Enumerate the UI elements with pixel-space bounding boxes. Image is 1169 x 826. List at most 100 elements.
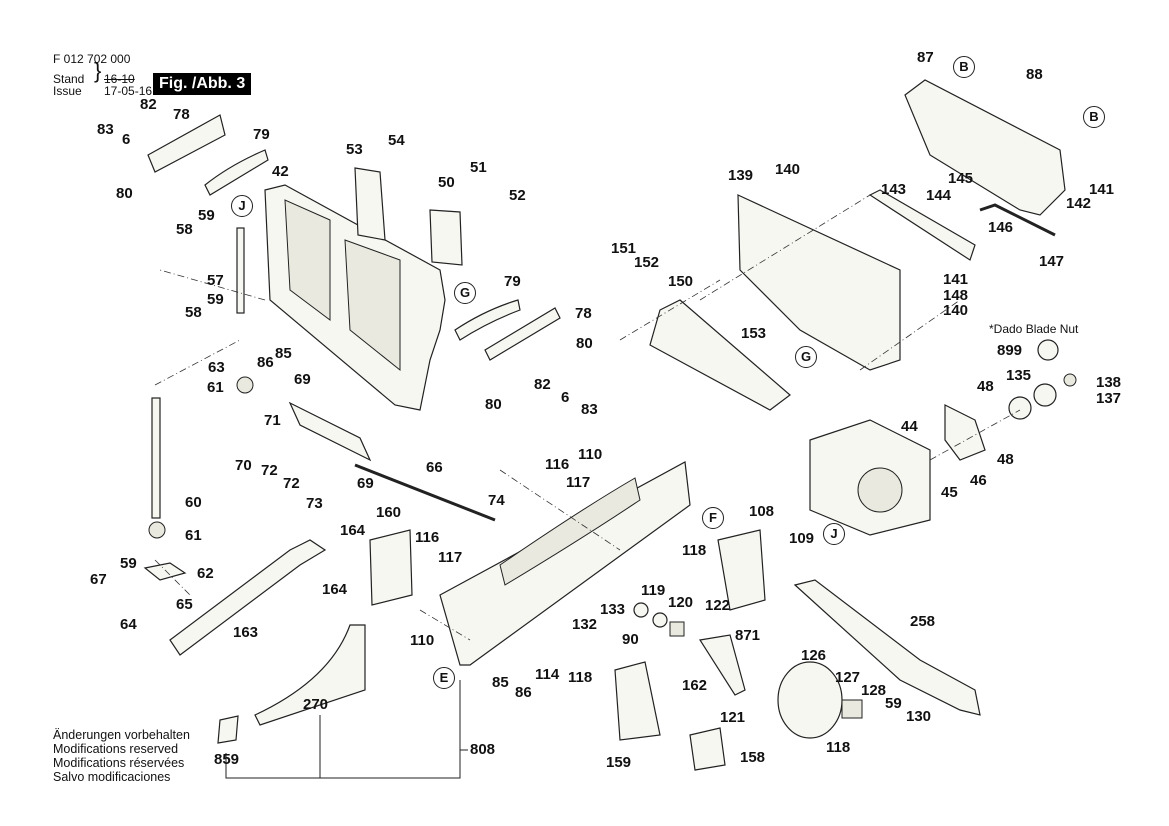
note-fr: Modifications réservées [53,756,185,770]
part-label: 118 [682,542,707,559]
brace-glyph: } [94,58,102,83]
callout-g-shroud: G [795,346,817,368]
rod-part-60 [151,397,161,519]
callout-j-motor: J [823,523,845,545]
stand-label: Stand [53,72,85,86]
part-label: 48 [977,378,994,395]
blade-guard-part-87 [904,79,1066,216]
shaft-part-66 [354,463,496,522]
part-label: 61 [185,527,202,544]
dado-nut-part-899 [1037,339,1059,361]
part-label: 74 [488,492,505,509]
part-label: 808 [470,741,496,758]
part-label: 59 [120,555,137,572]
washer-part-119a [633,602,649,618]
part-label: 109 [789,530,815,547]
note-en: Modifications reserved [53,742,179,756]
group-bracket-808 [225,680,468,779]
segment-part-79-right [454,299,521,341]
issue-date: 17-05-16 [104,84,153,98]
part-label: 79 [504,273,521,290]
part-label: 85 [492,674,509,691]
dust-chute-part-150 [649,299,791,411]
label-part-270 [254,624,366,726]
part-label: 80 [116,185,133,202]
part-label: 132 [572,616,598,633]
note-es: Salvo modificaciones [53,770,171,784]
part-label: 120 [668,594,694,611]
part-label: 78 [173,106,190,123]
part-label: 62 [197,565,214,582]
part-label: 79 [253,126,270,143]
part-label: 53 [346,141,363,158]
part-label: 258 [910,613,936,630]
callout-g-frame: G [454,282,476,304]
part-label: 122 [705,597,731,614]
part-label: 139 [728,167,754,184]
part-label: 80 [485,396,502,413]
gear-part-61-top [236,376,254,394]
crank-handle-part-163 [169,539,327,656]
part-label: 60 [185,494,202,511]
part-label: 110 [410,632,435,649]
part-label: 117 [566,474,591,491]
part-label: 51 [470,159,487,176]
part-label: 137 [1096,390,1122,407]
part-label: 69 [357,475,374,492]
part-label: 141 [943,271,969,288]
part-label: 144 [926,187,952,204]
part-label: 114 [535,666,560,683]
part-label: 153 [741,325,767,342]
part-label: 110 [578,446,603,463]
callout-b-right: B [1083,106,1105,128]
part-label: 118 [568,669,593,686]
part-label: 117 [438,549,463,566]
part-label: 143 [881,181,907,198]
part-label: 162 [682,677,708,694]
part-label: 108 [749,503,775,520]
bushing-part-120 [669,621,685,637]
part-label: 158 [740,749,766,766]
part-label: 52 [509,187,526,204]
part-label: 152 [634,254,660,271]
switch-part-158 [689,727,726,771]
part-label: 82 [140,96,157,113]
part-label: 121 [720,709,746,726]
part-label: 86 [257,354,274,371]
part-label: 148 [943,287,969,304]
bracket-part-62 [143,562,187,581]
part-label: 73 [306,495,323,512]
part-label: 87 [917,49,934,66]
washer-part-137 [1033,383,1057,407]
part-label: 45 [941,484,958,501]
note-de: Änderungen vorbehalten [53,728,190,742]
part-label: 133 [600,601,626,618]
part-label: 54 [388,132,405,149]
part-label: 116 [545,456,570,473]
part-label: 151 [611,240,637,257]
part-label: 71 [264,412,281,429]
dado-note: *Dado Blade Nut [989,322,1079,336]
figure-label: Fig. /Abb. 3 [153,73,252,95]
document-number: F 012 702 000 [53,52,131,66]
part-label: 61 [207,379,224,396]
gear-part-61 [148,521,166,539]
part-label: 126 [801,647,827,664]
part-label: 50 [438,174,455,191]
part-label: 141 [1089,181,1115,198]
part-label: 150 [668,273,694,290]
part-label: 140 [943,302,969,319]
part-label: 90 [622,631,639,648]
part-label: 59 [207,291,224,308]
part-label: 147 [1039,253,1065,270]
part-label: 140 [775,161,801,178]
bracket-part-78-left [147,114,226,173]
part-label: 128 [861,682,887,699]
callout-j-left: J [231,195,253,217]
callout-f: F [702,507,724,529]
flange-part-135 [1008,396,1032,420]
part-label: 70 [235,457,252,474]
washer-part-119b [652,612,668,628]
part-label: 859 [214,751,240,768]
